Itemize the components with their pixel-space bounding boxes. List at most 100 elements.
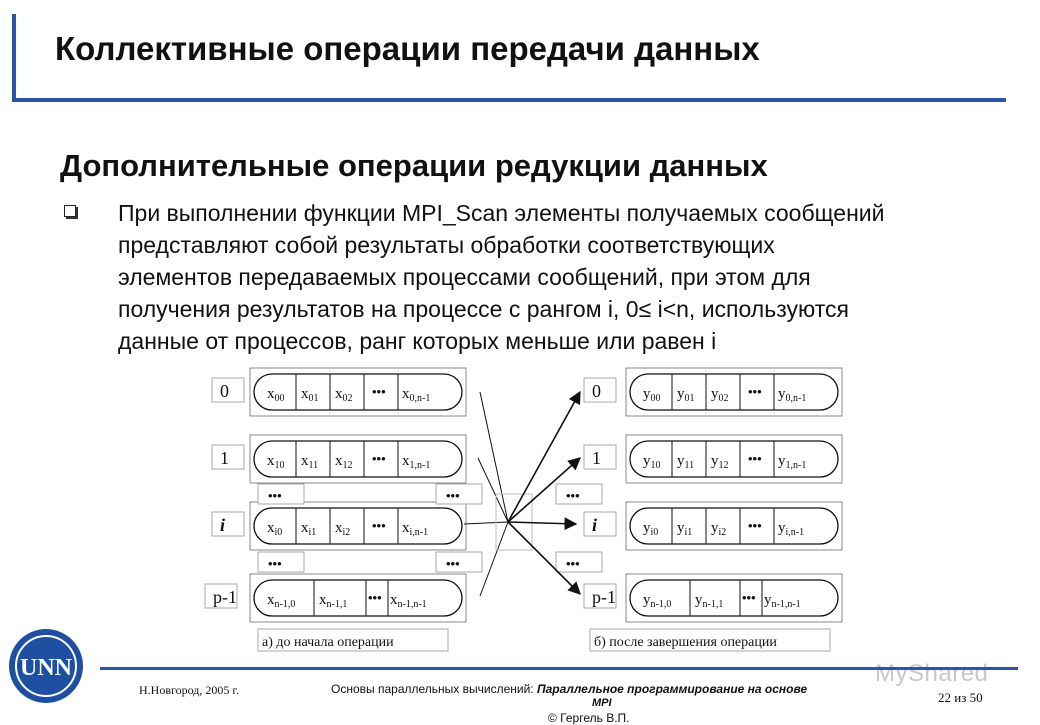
unn-logo-icon: UNN xyxy=(9,629,83,703)
caption-before-box xyxy=(257,628,449,652)
output-row-capsule xyxy=(629,440,839,478)
paragraph-line: данные от процессов, ранг которых меньше… xyxy=(118,328,717,354)
input-line xyxy=(479,391,509,523)
output-ellipsis: ••• xyxy=(748,451,762,466)
output-cell-label: y0,n-1 xyxy=(778,386,806,404)
scan-arrow xyxy=(507,390,581,523)
ellipsis-box xyxy=(257,551,305,573)
output-row-capsule xyxy=(629,373,839,411)
footer-author: © Гергель В.П. xyxy=(548,711,630,725)
slide-title: Коллективные операции передачи данных xyxy=(55,30,760,67)
output-cell-label: yi,n-1 xyxy=(778,520,804,538)
input-cell-label: x11 xyxy=(301,453,318,471)
input-rank-label: 0 xyxy=(220,381,229,401)
footer-topic-mpi: MPI xyxy=(592,697,612,709)
input-rank-box xyxy=(211,444,245,470)
bullet-paragraph: При выполнении функции MPI_Scan элементы… xyxy=(118,197,1018,357)
ellipsis-box xyxy=(257,483,305,505)
input-row-frame xyxy=(249,501,467,551)
output-cell-label: y01 xyxy=(677,386,695,404)
output-ellipsis: ••• xyxy=(748,518,762,533)
title-accent-bar xyxy=(12,14,16,102)
ellipsis-mark: ••• xyxy=(446,556,460,571)
input-ellipsis: ••• xyxy=(372,451,386,466)
output-cell-label: y10 xyxy=(643,453,661,471)
input-line xyxy=(479,521,509,597)
input-line xyxy=(463,521,509,525)
output-cell-label: yi2 xyxy=(711,520,726,538)
footer-course-label: Основы параллельных вычислений: xyxy=(331,682,534,696)
output-rank-box xyxy=(583,444,617,470)
output-row-capsule xyxy=(629,579,839,617)
input-cell-label: x00 xyxy=(267,386,285,404)
input-row-capsule xyxy=(253,507,463,545)
input-rank-label: 1 xyxy=(220,448,229,468)
output-row-frame xyxy=(625,434,843,484)
caption-after-box xyxy=(589,628,831,652)
ellipsis-box xyxy=(555,551,603,573)
input-row-capsule xyxy=(253,579,463,617)
ellipsis-box xyxy=(435,551,483,573)
input-ellipsis: ••• xyxy=(368,590,382,605)
input-cell-label: x01 xyxy=(301,386,319,404)
page-number: 22 из 50 xyxy=(938,690,983,705)
input-rank-box xyxy=(211,377,245,403)
input-ellipsis: ••• xyxy=(372,384,386,399)
footer-line xyxy=(100,667,1018,670)
ellipsis-box xyxy=(555,483,603,505)
footer-course: Основы параллельных вычислений: Параллел… xyxy=(331,682,807,696)
output-cell-label: yn-1,0 xyxy=(643,592,671,610)
input-row-frame xyxy=(249,434,467,484)
output-row-frame xyxy=(625,573,843,623)
scan-arrow xyxy=(507,457,581,523)
output-cell-label: y1,n-1 xyxy=(778,453,806,471)
input-line xyxy=(477,457,509,523)
input-cell-label: x10 xyxy=(267,453,285,471)
input-rank-label: i xyxy=(220,515,225,535)
caption-before: а) до начала операции xyxy=(262,635,394,650)
input-rank-box xyxy=(211,511,245,537)
caption-after: б) после завершения операции xyxy=(594,635,777,650)
slide-subtitle: Дополнительные операции редукции данных xyxy=(60,148,768,183)
paragraph-line: представляют собой результаты обработки … xyxy=(118,232,775,258)
input-row-frame xyxy=(249,367,467,417)
output-ellipsis: ••• xyxy=(748,384,762,399)
scan-arrow xyxy=(507,517,578,531)
output-ellipsis: ••• xyxy=(742,590,756,605)
ellipsis-box xyxy=(435,483,483,505)
output-rank-box xyxy=(583,377,617,403)
output-rank-label: 0 xyxy=(592,381,601,401)
ellipsis-mark: ••• xyxy=(446,488,460,503)
input-cell-label: xi2 xyxy=(335,520,350,538)
scan-arrow xyxy=(507,521,581,595)
output-rank-box xyxy=(583,583,617,609)
ellipsis-mark: ••• xyxy=(268,488,282,503)
input-cell-label: xn-1,1 xyxy=(319,592,347,610)
ellipsis-mark: ••• xyxy=(566,556,580,571)
output-row-frame xyxy=(625,501,843,551)
input-row-frame xyxy=(249,573,467,623)
output-cell-label: yn-1,1 xyxy=(695,592,723,610)
output-cell-label: yi1 xyxy=(677,520,692,538)
title-underline xyxy=(12,98,1006,102)
input-cell-label: xn-1,n-1 xyxy=(390,592,427,610)
input-rank-box xyxy=(204,583,238,609)
logo-text: UNN xyxy=(20,655,73,681)
input-cell-label: xi1 xyxy=(301,520,316,538)
ellipsis-mark: ••• xyxy=(566,488,580,503)
input-row-capsule xyxy=(253,373,463,411)
output-rank-label: p-1 xyxy=(592,587,616,607)
bullet-square-icon xyxy=(64,205,76,217)
output-rank-box xyxy=(583,511,617,537)
output-rank-label: 1 xyxy=(592,448,601,468)
paragraph-line: При выполнении функции MPI_Scan элементы… xyxy=(118,200,885,226)
input-cell-label: x02 xyxy=(335,386,353,404)
output-row-frame xyxy=(625,367,843,417)
input-cell-label: x1,n-1 xyxy=(402,453,430,471)
input-rank-label: p-1 xyxy=(213,587,237,607)
watermark: MyShared xyxy=(875,660,989,687)
ellipsis-mark: ••• xyxy=(268,556,282,571)
input-cell-label: x0,n-1 xyxy=(402,386,430,404)
